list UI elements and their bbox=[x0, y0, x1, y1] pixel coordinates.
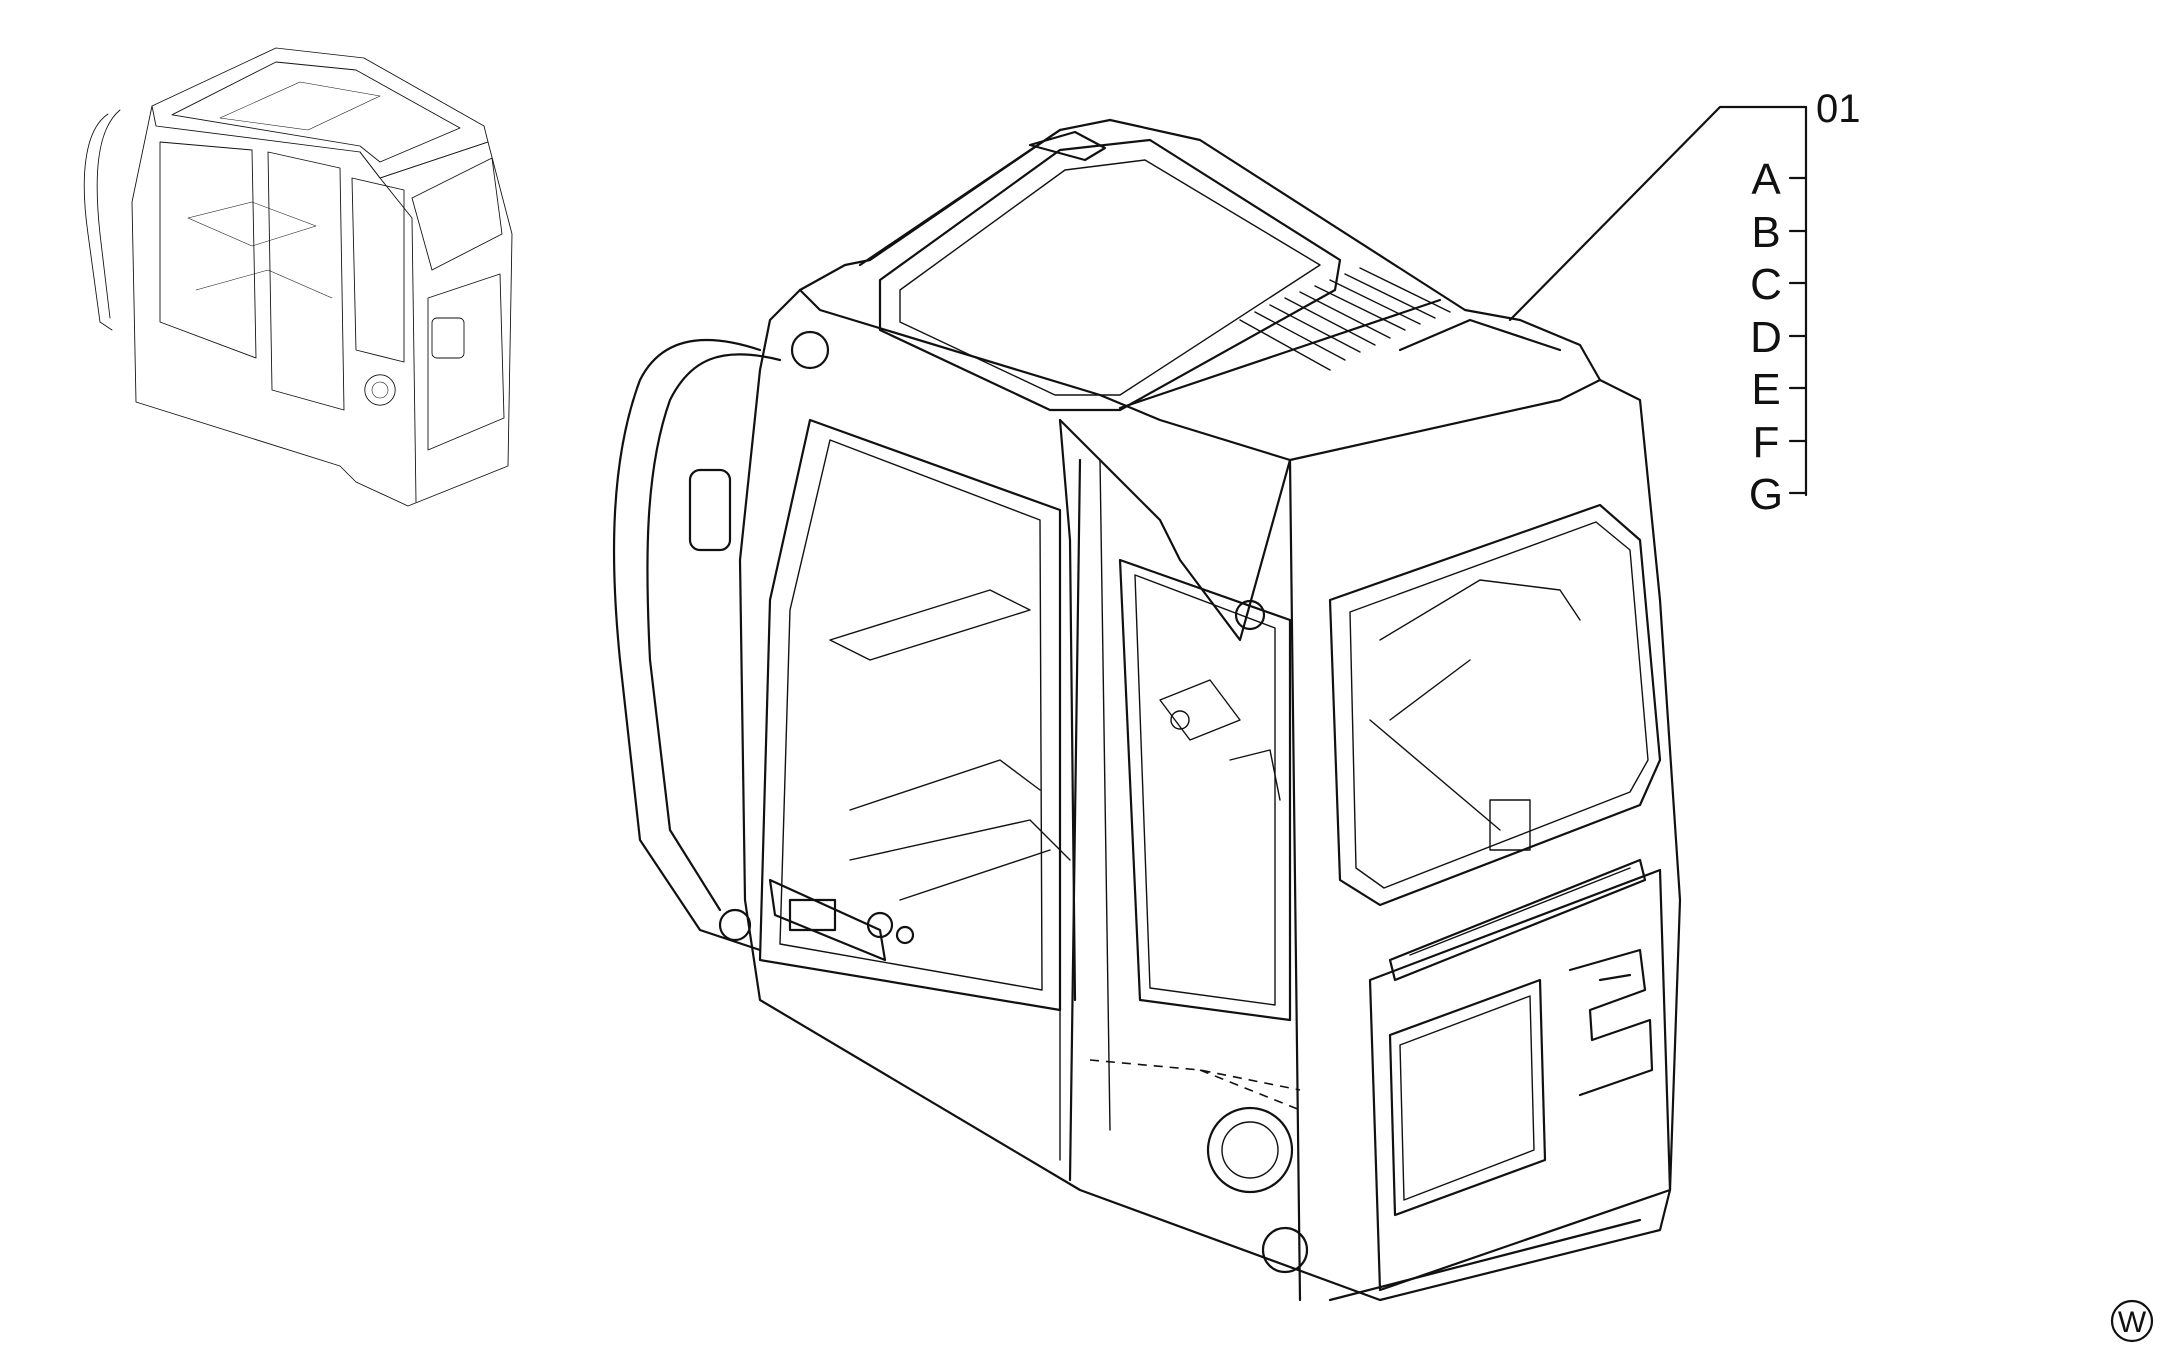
callout-leader bbox=[1508, 105, 1808, 497]
variant-label: A bbox=[1751, 155, 1781, 204]
variant-label: E bbox=[1751, 365, 1780, 414]
variant-label: B bbox=[1751, 208, 1780, 257]
variant-label: G bbox=[1749, 470, 1783, 519]
variant-label: D bbox=[1750, 313, 1782, 362]
part-number-label: 01 bbox=[1816, 87, 1861, 131]
variant-label: C bbox=[1750, 260, 1782, 309]
variant-letter-list: A B C D E F G bbox=[1749, 155, 1783, 519]
corner-mark-letter: W bbox=[2118, 1306, 2147, 1339]
cab-assembly-drawing-icon bbox=[612, 118, 1682, 1302]
cab-assembly-thumbnail-icon bbox=[83, 47, 513, 507]
variant-label: F bbox=[1753, 418, 1780, 467]
corner-mark: W bbox=[2110, 1299, 2154, 1343]
